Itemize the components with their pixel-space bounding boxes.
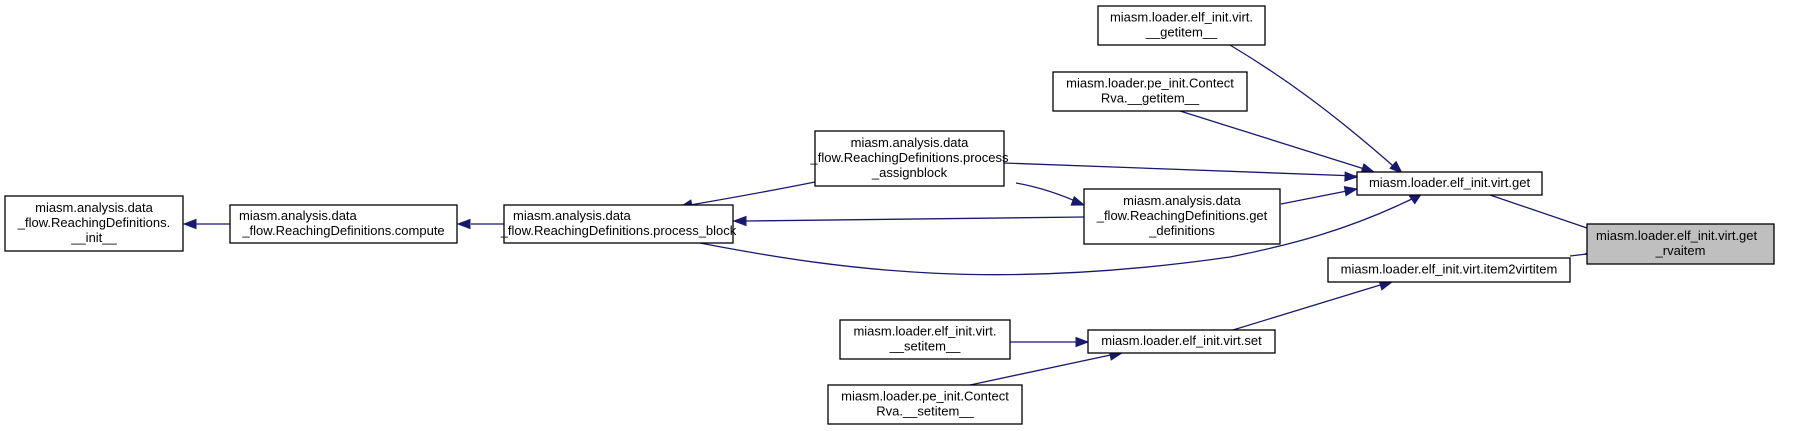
node-label-line: Rva.__getitem__ [1101,91,1200,106]
arrowhead-icon [1344,171,1359,182]
node-label-line: miasm.analysis.data [513,208,632,223]
node-box [814,130,1005,187]
edge-virt_get-to-get_definitions [1280,186,1359,205]
edge-virt_get-to-pe_getitem [1179,110,1376,174]
node-box [1327,257,1571,283]
node-box [1586,223,1775,265]
node-label-line: _assignblock [871,165,948,180]
node-label-line: miasm.loader.pe_init.Contect [841,389,1009,404]
node-label-line: miasm.loader.elf_init.virt. [853,324,996,339]
edge-get_definitions-to-process_block [732,215,1085,227]
node-label-line: _rvaitem [1655,243,1706,258]
edge-line [969,352,1121,386]
node-label-line: __setitem__ [889,339,962,354]
node-process-assignblock[interactable]: miasm.analysis.data_flow.ReachingDefinit… [810,130,1009,187]
node-label-line: miasm.analysis.data [35,200,154,215]
edge-virt_get-to-process_assignblock [1003,162,1359,182]
edge-line [1229,44,1401,173]
node-box [1097,5,1266,46]
node-label-line: miasm.analysis.data [239,208,358,223]
node-box [229,204,458,244]
node-box [1052,71,1248,112]
edge-line [699,194,1421,276]
node-box [503,204,734,244]
node-virt-setitem[interactable]: miasm.loader.elf_init.virt.__setitem__ [839,319,1011,360]
node-label-line: miasm.loader.elf_init.virt. [1110,10,1253,25]
edge-virt_get-to-process_block [699,192,1424,276]
arrowhead-icon [1075,336,1090,348]
node-label-line: Rva.__setitem__ [876,404,974,419]
arrowhead-icon [732,215,747,227]
node-box [839,319,1011,360]
arrowhead-icon [456,218,471,230]
node-box [827,384,1023,425]
edge-line [1280,188,1358,205]
node-label-line: miasm.analysis.data [1123,193,1242,208]
node-label-line: _flow.ReachingDefinitions.get [1096,208,1268,223]
edge-line [1569,253,1588,257]
edge-virt_get-to-virt_getitem [1229,44,1404,174]
node-pe-getitem[interactable]: miasm.loader.pe_init.ContectRva.__getite… [1052,71,1248,112]
node-label-line: miasm.loader.pe_init.Contect [1066,76,1234,91]
node-label-line: miasm.loader.elf_init.virt.item2virtitem [1341,262,1558,277]
node-box [1356,171,1543,196]
node-label-line: __init__ [70,230,117,245]
node-label-line: miasm.analysis.data [851,135,970,150]
edge-line [745,216,1085,222]
edge-compute-to-rd_init [182,218,230,230]
node-item2virtitem[interactable]: miasm.loader.elf_init.virt.item2virtitem [1327,257,1571,283]
node-get-rvaitem[interactable]: miasm.loader.elf_init.virt.get_rvaitem [1586,223,1775,265]
edge-item2virtitem-to-virt_set [1232,280,1394,331]
node-box [4,195,184,252]
node-get-definitions[interactable]: miasm.analysis.data_flow.ReachingDefinit… [1083,188,1281,245]
node-virt-getitem[interactable]: miasm.loader.elf_init.virt.__getitem__ [1097,5,1266,46]
edge-line [1489,194,1588,229]
arrowhead-icon [1343,186,1359,197]
edge-get_definitions-to-process_assignblock [1015,182,1086,206]
node-label-line: miasm.loader.elf_init.virt.set [1101,333,1262,348]
node-label-line: _flow.ReachingDefinitions.process [810,150,1009,165]
nodes-layer: miasm.analysis.data_flow.ReachingDefinit… [4,5,1775,425]
node-label-line: _flow.ReachingDefinitions.compute [241,223,444,238]
edge-line [1003,162,1358,177]
node-compute[interactable]: miasm.analysis.data_flow.ReachingDefinit… [229,204,458,244]
node-label-line: _definitions [1148,223,1215,238]
node-box [1083,188,1281,245]
node-rd-init[interactable]: miasm.analysis.data_flow.ReachingDefinit… [4,195,184,252]
node-label-line: _flow.ReachingDefinitions.process_block [500,223,737,238]
node-box [1087,329,1276,354]
node-pe-setitem[interactable]: miasm.loader.pe_init.ContectRva.__setite… [827,384,1023,425]
node-label-line: _flow.ReachingDefinitions. [17,215,170,230]
arrowhead-icon [1360,163,1376,174]
node-label-line: miasm.loader.elf_init.virt.get [1369,175,1531,190]
edge-process_block-to-compute [456,218,504,230]
edge-line [689,181,816,206]
node-virt-set[interactable]: miasm.loader.elf_init.virt.set [1087,329,1276,354]
node-virt-get[interactable]: miasm.loader.elf_init.virt.get [1356,171,1543,196]
edge-virt_set-to-virt_setitem [1010,336,1090,348]
edge-line [1179,110,1375,173]
arrowhead-icon [1389,160,1404,174]
node-process-block[interactable]: miasm.analysis.data_flow.ReachingDefinit… [500,204,737,244]
node-label-line: __getitem__ [1145,25,1218,40]
node-label-line: miasm.loader.elf_init.virt.get [1596,228,1758,243]
arrowhead-icon [1070,195,1086,206]
edge-line [1232,281,1391,331]
arrowhead-icon [182,218,197,230]
